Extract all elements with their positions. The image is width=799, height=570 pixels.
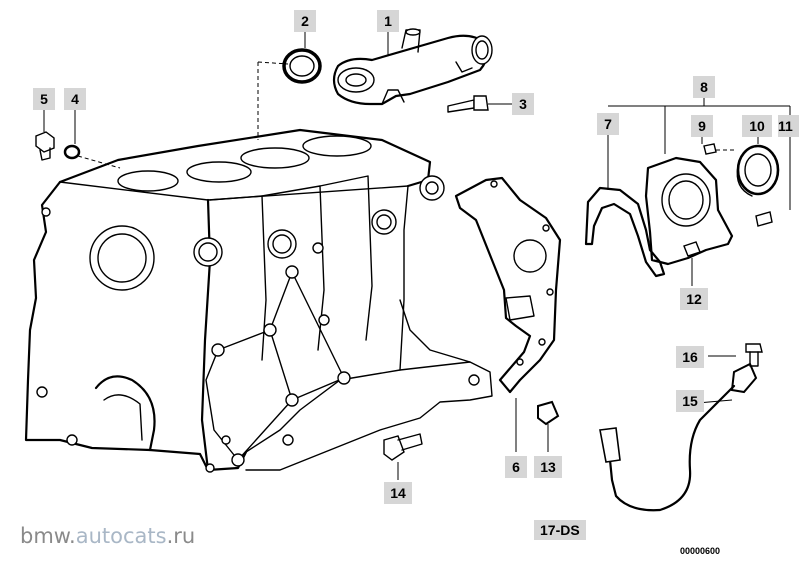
callout-3: 3 <box>512 93 534 115</box>
callout-13: 13 <box>534 456 562 478</box>
callout-1: 1 <box>377 10 399 32</box>
callout-11: 11 <box>778 115 799 137</box>
callout-14: 14 <box>384 482 412 504</box>
bolt-3 <box>447 95 489 113</box>
callout-8: 8 <box>693 76 715 98</box>
watermark-site: autocats <box>75 524 167 548</box>
callout-5: 5 <box>33 88 55 110</box>
sensor-bolt <box>745 343 763 367</box>
watermark: bmw.autocats.ru <box>20 524 195 548</box>
flange-bolt-11 <box>755 211 773 227</box>
callout-2: 2 <box>294 10 316 32</box>
end-cover-gasket <box>454 176 562 394</box>
callout-10: 10 <box>742 115 772 137</box>
coolant-pipe <box>332 28 493 106</box>
flange-bolt-9 <box>703 143 717 155</box>
callout-15: 15 <box>676 390 704 412</box>
rear-seal-flange-gasket <box>584 186 666 278</box>
watermark-suffix: .ru <box>166 524 196 548</box>
callout-6: 6 <box>505 456 527 478</box>
o-ring <box>282 48 322 84</box>
bolt-14 <box>383 433 423 461</box>
knock-sensor <box>599 362 758 512</box>
engine-block <box>24 128 493 473</box>
dowel-sleeve <box>683 241 701 257</box>
callout-4: 4 <box>64 88 86 110</box>
watermark-prefix: bmw. <box>20 524 76 548</box>
callout-16: 16 <box>676 346 704 368</box>
leader-lines <box>43 32 791 480</box>
screw-plug <box>35 131 55 161</box>
expansion-plug <box>537 400 560 426</box>
callout-7: 7 <box>597 113 619 135</box>
rear-seal-flange <box>644 156 734 266</box>
callout-12: 12 <box>680 288 708 310</box>
reference-number: 00000600 <box>680 546 721 556</box>
sealing-washer <box>63 144 81 160</box>
radial-shaft-seal <box>736 144 780 197</box>
callout-9: 9 <box>691 115 713 137</box>
diagram-code: 17-DS <box>534 520 586 540</box>
